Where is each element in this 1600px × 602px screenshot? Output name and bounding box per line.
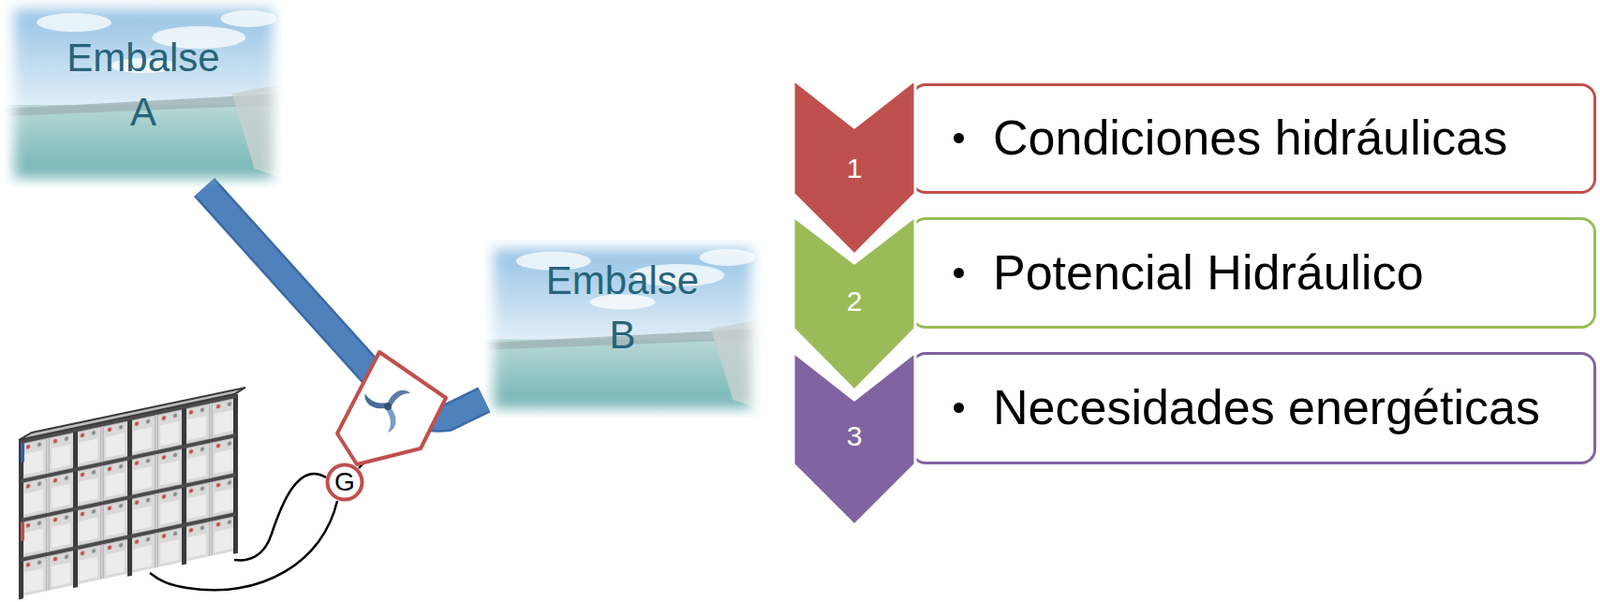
generator-circle: G	[325, 462, 365, 503]
battery-top	[18, 387, 246, 441]
step-box: Potencial Hidráulico	[910, 217, 1597, 329]
pipe-body	[204, 187, 485, 419]
step-number: 2	[793, 284, 916, 319]
step-box: Necesidades energéticas	[910, 352, 1597, 465]
step-label: Necesidades energéticas	[992, 379, 1541, 436]
bullet-dot	[953, 402, 964, 414]
battery-rack	[18, 394, 238, 601]
reservoir-label: Embalse B	[484, 253, 761, 363]
power-wire	[149, 501, 338, 591]
step-box: Condiciones hidráulicas	[910, 83, 1597, 194]
turbine-housing	[337, 352, 446, 465]
step-number: 3	[793, 419, 916, 454]
pipe-connector	[204, 187, 485, 419]
reservoir-photo: Embalse B	[484, 239, 761, 418]
chevron-shape	[793, 79, 916, 255]
reservoir-label: Embalse A	[4, 30, 282, 140]
bullet-dot	[953, 133, 964, 144]
reservoir-photo: Embalse A	[4, 0, 282, 188]
step-chevron: 1	[793, 79, 916, 255]
generator-label: G	[325, 462, 365, 503]
step-chevron: 3	[793, 352, 916, 526]
step-label: Potencial Hidráulico	[992, 244, 1424, 301]
chevron-shape	[793, 216, 916, 391]
step-chevron: 2	[793, 216, 916, 391]
bullet-dot	[953, 267, 964, 279]
step-label: Condiciones hidráulicas	[992, 109, 1508, 166]
step-number: 1	[793, 151, 916, 186]
turbine-icon	[362, 386, 411, 434]
chevron-shape	[793, 352, 916, 526]
pipe-outline	[204, 187, 485, 419]
power-wire	[234, 474, 326, 561]
